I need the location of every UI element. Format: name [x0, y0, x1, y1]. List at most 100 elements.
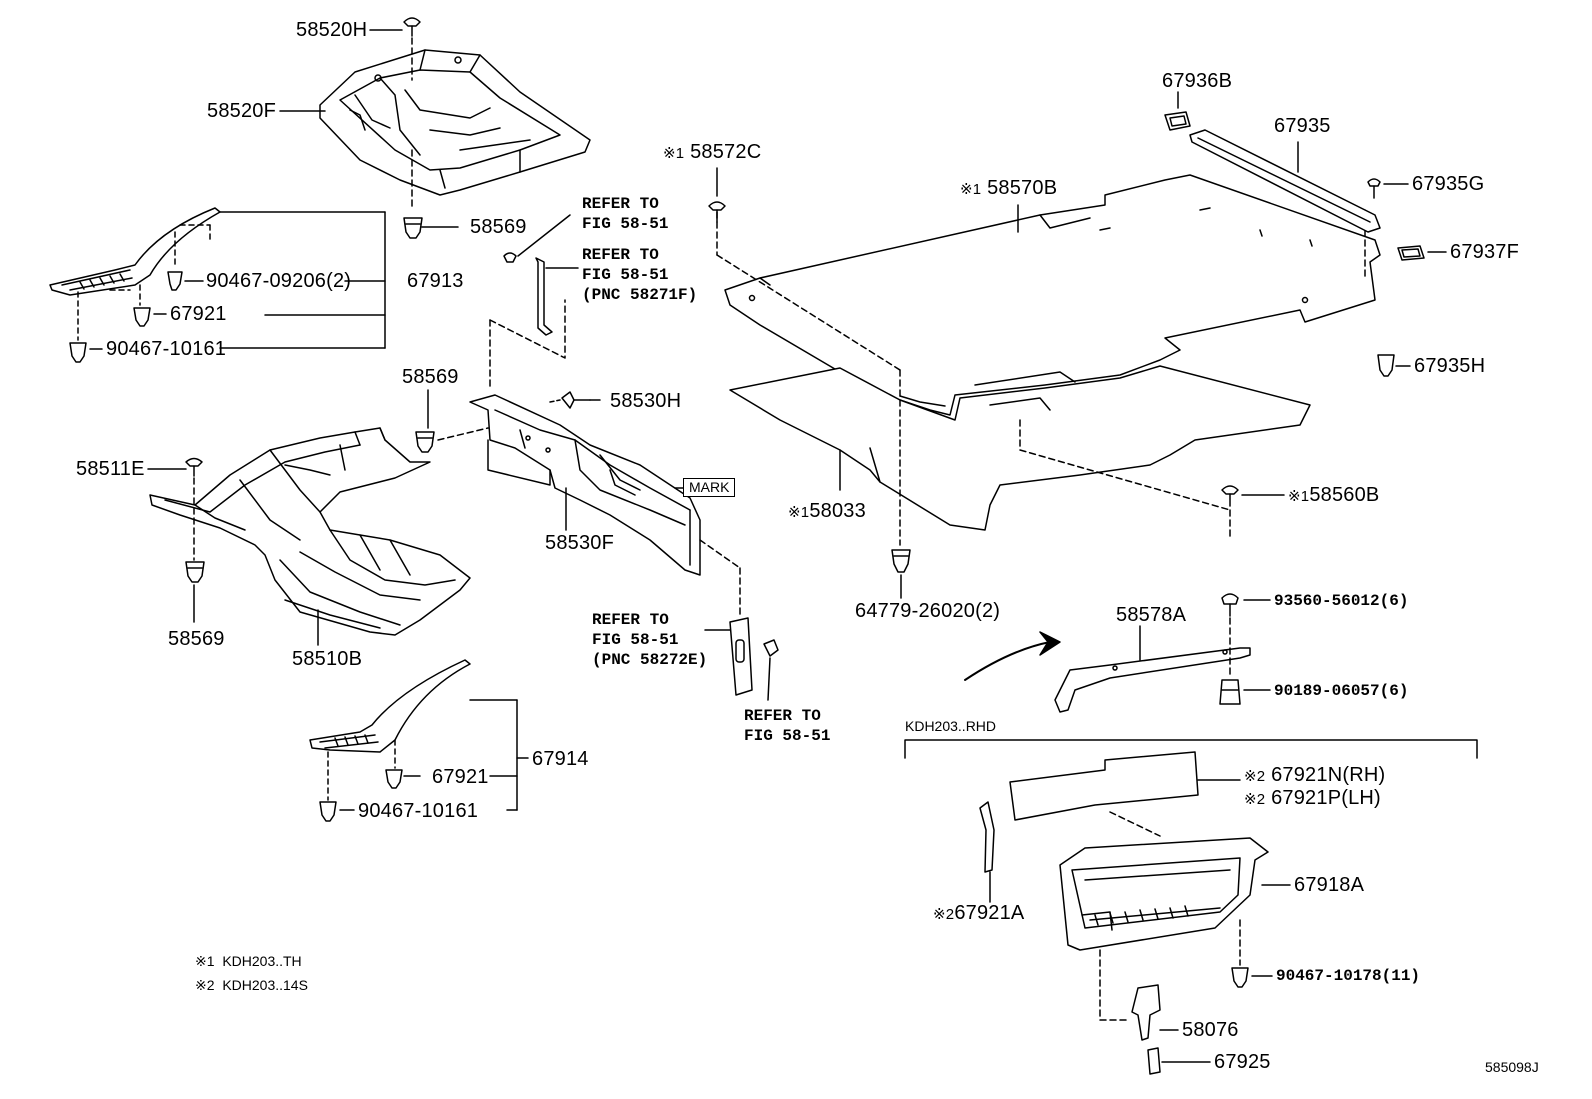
label-67918A: 67918A	[1294, 874, 1365, 896]
label-67914: 67914	[532, 748, 589, 770]
refer-line: FIG 58-51	[582, 266, 669, 284]
clip-58511E	[185, 457, 203, 477]
label-67935H: 67935H	[1414, 355, 1486, 377]
refer-note-2: REFER TO FIG 58-51 (PNC 58271F)	[582, 245, 697, 305]
part-number: 67921N(RH)	[1271, 764, 1386, 786]
refer-note-4: REFER TO FIG 58-51	[744, 706, 830, 746]
part-number: 58560B	[1309, 484, 1380, 506]
label-64779-26020: 64779-26020(2)	[855, 600, 1001, 622]
clip-58572C	[708, 201, 726, 223]
label-90467-09206: 90467-09206(2)	[206, 270, 352, 292]
clip-90467-10161-a	[69, 342, 87, 363]
group-bracket-line	[904, 739, 1478, 759]
screw-67935G	[1367, 178, 1381, 199]
note-mark: ※1	[960, 181, 982, 198]
refer-line: FIG 58-51	[582, 215, 669, 233]
strip-67935	[1189, 129, 1381, 233]
label-58572C: ※1 58572C	[663, 141, 761, 165]
label-58520H: 58520H	[296, 19, 368, 41]
label-67935: 67935	[1274, 115, 1331, 137]
label-58569-top: 58569	[470, 216, 527, 238]
floor-section-58530F	[469, 394, 701, 576]
label-67936B: 67936B	[1162, 70, 1233, 92]
insulator-67921A	[979, 801, 995, 873]
label-67925: 67925	[1214, 1051, 1271, 1073]
pushclip-58569-top	[403, 217, 423, 239]
clip-90467-10161-b	[319, 801, 337, 822]
scuff-plate-67913	[49, 207, 221, 296]
clip-90467-10178	[1231, 967, 1249, 988]
label-58520F: 58520F	[207, 100, 277, 122]
figure-id: 585098J	[1485, 1059, 1539, 1075]
legend-item-1: ※1 KDH203..TH	[195, 953, 302, 969]
refer-line: REFER TO	[592, 611, 669, 629]
legend-mark: ※1	[195, 953, 215, 969]
part-number: 58570B	[987, 177, 1058, 199]
label-67921-a: 67921	[170, 303, 227, 325]
pushclip-58569-bottom	[185, 561, 205, 583]
refer-clip-2	[763, 639, 779, 657]
label-67921-b: 67921	[432, 766, 489, 788]
label-90189-06057: 90189-06057(6)	[1274, 682, 1409, 700]
label-58530F: 58530F	[545, 532, 615, 554]
nut-90189-06057	[1219, 679, 1241, 705]
pad-67936B	[1164, 111, 1191, 131]
label-67921A: ※267921A	[933, 902, 1024, 926]
refer-line: (PNC 58272E)	[592, 651, 708, 669]
legend-mark: ※2	[195, 977, 215, 993]
label-90467-10161-b: 90467-10161	[358, 800, 479, 822]
label-67913: 67913	[407, 270, 464, 292]
label-93560-56012: 93560-56012(6)	[1274, 592, 1409, 610]
plate-67925	[1147, 1047, 1161, 1075]
bracket-58076	[1131, 984, 1161, 1041]
note-mark: ※2	[1244, 768, 1266, 785]
insulator-67921N-P	[1009, 751, 1199, 821]
clip-58520H	[403, 17, 421, 37]
label-67921P: ※2 67921P(LH)	[1244, 787, 1381, 811]
label-58033: ※158033	[788, 500, 866, 524]
clip-58530H	[561, 391, 591, 409]
part-number: 67921P(LH)	[1271, 787, 1381, 809]
label-67921N: ※2 67921N(RH)	[1244, 764, 1385, 788]
refer-bracket-pnc-58272E	[729, 617, 753, 696]
refer-line: (PNC 58271F)	[582, 286, 698, 304]
screw-93560-56012	[1221, 593, 1239, 617]
part-number: 58572C	[690, 141, 762, 163]
label-58511E: 58511E	[76, 458, 145, 480]
label-90467-10178: 90467-10178(11)	[1276, 967, 1421, 985]
refer-line: FIG 58-51	[592, 631, 679, 649]
refer-line: REFER TO	[744, 707, 821, 725]
label-58569-mid: 58569	[402, 366, 459, 388]
legend-text: KDH203..14S	[222, 977, 308, 993]
note-mark: ※1	[788, 504, 810, 521]
note-mark: ※1	[1288, 488, 1310, 505]
label-58076: 58076	[1182, 1019, 1239, 1041]
scuff-plate-67914	[309, 659, 471, 753]
legend-text: KDH203..TH	[222, 953, 302, 969]
pad-67937F	[1397, 245, 1425, 261]
note-mark: ※2	[1244, 791, 1266, 808]
clip-67921-b	[385, 769, 403, 789]
label-58578A: 58578A	[1116, 604, 1187, 626]
refer-line: REFER TO	[582, 246, 659, 264]
mark-box: MARK	[683, 478, 736, 497]
refer-note-3: REFER TO FIG 58-51 (PNC 58272E)	[592, 610, 707, 670]
pushclip-58569-mid	[415, 431, 435, 453]
tray-67918A	[1059, 837, 1269, 951]
refer-clip-1	[503, 252, 517, 263]
clip-67921-a	[133, 307, 151, 327]
rear-floor-mat-58033	[729, 365, 1311, 531]
note-mark: ※2	[933, 906, 955, 923]
clip-64779-26020	[891, 549, 911, 573]
label-58560B: ※158560B	[1288, 484, 1379, 508]
label-58570B: ※1 58570B	[960, 177, 1057, 201]
clip-58560B	[1221, 485, 1239, 507]
group-title: KDH203..RHD	[905, 718, 997, 734]
part-number: 58033	[809, 500, 866, 522]
refer-note-1: REFER TO FIG 58-51	[582, 194, 668, 234]
part-number: 67921A	[954, 902, 1025, 924]
label-58569-bottom: 58569	[168, 628, 225, 650]
refer-bracket-pnc-58271F	[535, 257, 553, 336]
